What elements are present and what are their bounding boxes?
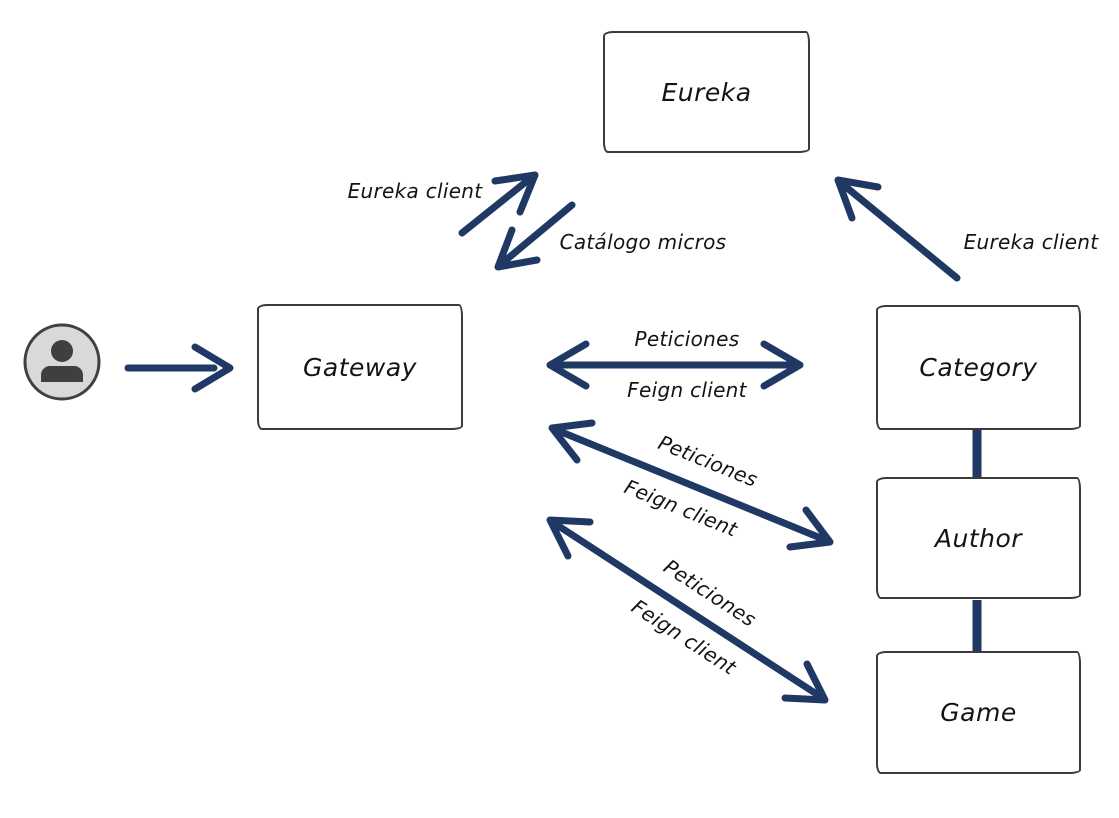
node-game: Game: [876, 651, 1081, 774]
arrow-user-to-gateway: [124, 343, 234, 393]
node-eureka-label: Eureka: [661, 77, 752, 107]
edge-label-category-eureka: Eureka client: [963, 230, 1099, 254]
edge-label-gateway-author-feign: Feign client: [621, 474, 741, 542]
edge-label-eureka-gateway: Catálogo micros: [559, 230, 727, 254]
edge-label-gateway-eureka: Eureka client: [347, 179, 483, 203]
node-game-label: Game: [940, 698, 1017, 727]
node-category: Category: [876, 305, 1081, 430]
double-arrow-gateway-game: [546, 516, 829, 704]
arrow-category-to-eureka: [834, 176, 961, 282]
edge-label-gateway-author-peticiones: Peticiones: [654, 430, 762, 492]
person-icon: [23, 323, 101, 401]
user-actor: [22, 322, 102, 402]
edge-label-gateway-category-feign: Feign client: [627, 378, 747, 402]
node-category-label: Category: [919, 353, 1038, 382]
node-author-label: Author: [934, 523, 1023, 553]
edge-label-gateway-category-peticiones: Peticiones: [634, 327, 740, 351]
node-author: Author: [876, 477, 1081, 599]
node-eureka: Eureka: [603, 31, 810, 153]
node-gateway-label: Gateway: [303, 352, 417, 382]
node-gateway: Gateway: [257, 304, 463, 430]
